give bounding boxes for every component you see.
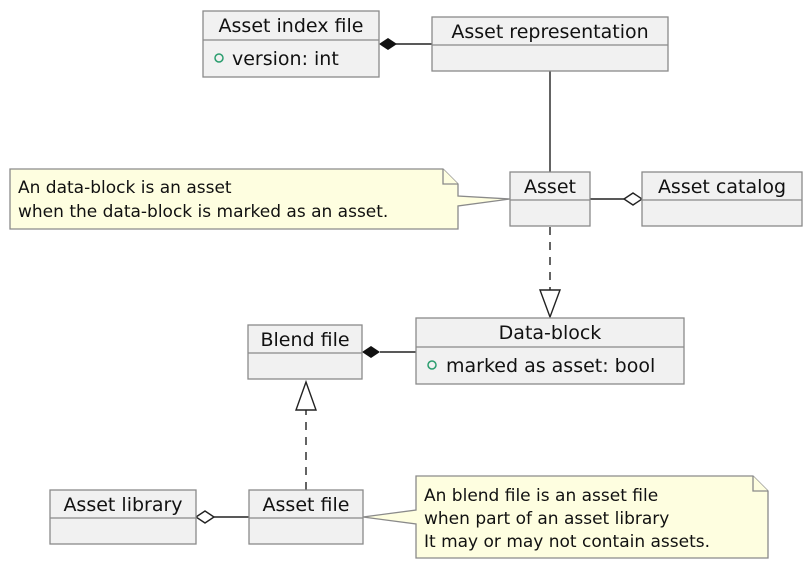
note-asset-file-line-1: An blend file is an asset file [424, 486, 658, 506]
class-asset-file-title: Asset file [263, 494, 350, 516]
note-asset-line-1: An data-block is an asset [18, 178, 232, 198]
note-asset-line-2: when the data-block is marked as an asse… [18, 202, 388, 222]
class-asset-representation-title: Asset representation [451, 21, 648, 43]
public-field-icon [427, 360, 437, 370]
public-field-icon [214, 53, 224, 63]
class-asset-library-title: Asset library [63, 494, 182, 516]
aggregation-diamond-icon [194, 510, 216, 524]
class-asset[interactable]: Asset [509, 171, 591, 227]
class-data-block[interactable]: Data-block marked as asset: bool [415, 317, 685, 385]
class-asset-representation[interactable]: Asset representation [431, 16, 669, 72]
realization-arrowhead-icon [295, 379, 317, 411]
class-asset-index-file-title: Asset index file [219, 15, 364, 37]
class-blend-file-title: Blend file [260, 329, 349, 351]
note-asset-file-line-2: when part of an asset library [424, 509, 669, 529]
class-asset-catalog[interactable]: Asset catalog [641, 171, 803, 227]
class-data-block-attr: marked as asset: bool [446, 355, 655, 377]
class-asset-index-file[interactable]: Asset index file version: int [202, 10, 380, 78]
class-asset-library[interactable]: Asset library [49, 489, 197, 545]
aggregation-diamond-icon [622, 192, 644, 206]
composition-diamond-icon [379, 38, 397, 50]
class-blend-file[interactable]: Blend file [247, 324, 363, 380]
note-asset: An data-block is an asset when the data-… [9, 168, 511, 230]
class-asset-catalog-title: Asset catalog [658, 176, 786, 198]
class-data-block-title: Data-block [499, 322, 602, 344]
class-asset-index-file-attr: version: int [232, 48, 339, 70]
class-asset-file[interactable]: Asset file [248, 489, 364, 545]
composition-diamond-icon [362, 346, 380, 358]
note-asset-file: An blend file is an asset file when part… [362, 475, 769, 559]
realization-arrowhead-icon [538, 289, 562, 320]
note-asset-file-line-3: It may or may not contain assets. [424, 532, 710, 552]
class-asset-title: Asset [524, 176, 576, 198]
